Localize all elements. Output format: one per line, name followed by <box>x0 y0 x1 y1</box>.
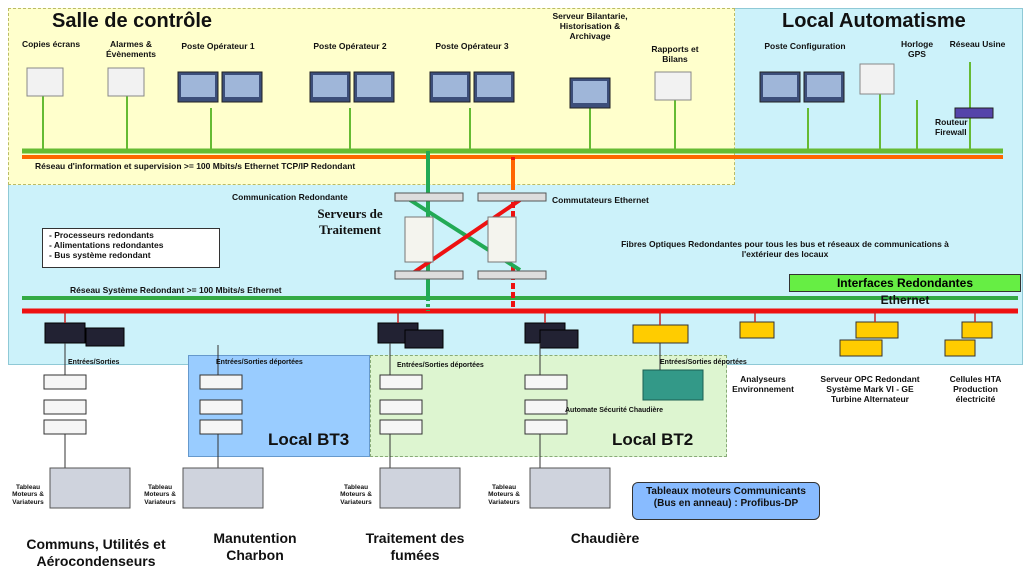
label-copies: Copies écrans <box>21 39 81 49</box>
label-router: Routeur Firewall <box>935 117 968 137</box>
analyzers-label: Analyseurs Environnement <box>732 374 794 394</box>
redundancy-item-bus: - Bus système redondant <box>49 249 151 260</box>
area-commons-label: Communs, Utilités et Aérocondenseurs <box>26 536 166 569</box>
opc-label: Serveur OPC Redondant Système Mark VI - … <box>820 374 920 404</box>
area-coal-handling-label: Manutention Charbon <box>213 530 297 563</box>
label-plant-network: Réseau Usine <box>949 39 1006 49</box>
area-boiler-label: Chaudière <box>570 530 640 546</box>
control-room-title: Salle de contrôle <box>52 10 213 32</box>
label-server: Serveur Bilantarie, Historisation & Arch… <box>552 11 628 41</box>
automation-room-title: Local Automatisme <box>782 10 966 32</box>
io-remote-bt3-label: Entrées/Sorties déportées <box>216 359 303 366</box>
label-op3: Poste Opérateur 3 <box>435 41 509 51</box>
safety-plc-label: Automate Sécurité Chaudière <box>565 407 664 414</box>
label-op2: Poste Opérateur 2 <box>313 41 387 51</box>
io-remote-boiler-label: Entrées/Sorties déportées <box>660 359 747 366</box>
motor-board-4: Tableau Moteurs & Variateurs <box>488 484 520 506</box>
motor-board-3: Tableau Moteurs & Variateurs <box>340 484 372 506</box>
info-network-label: Réseau d'information et supervision >= 1… <box>35 161 356 171</box>
redundancy-box: - Processeurs redondants - Alimentations… <box>42 228 220 268</box>
label-reports: Rapports et Bilans <box>651 44 699 64</box>
io-remote-bt2-label: Entrées/Sorties déportées <box>397 362 484 369</box>
area-flue-gas-label: Traitement des fumées <box>365 530 465 563</box>
servers-title: Serveurs de Traitement <box>317 206 383 238</box>
label-config: Poste Configuration <box>764 41 846 51</box>
ethernet-label: Ethernet <box>880 293 930 307</box>
redundancy-item-power: - Alimentations redondantes <box>49 239 164 250</box>
system-network-label: Réseau Système Redondant >= 100 Mbits/s … <box>70 285 282 295</box>
redundancy-item-processors: - Processeurs redondants <box>49 230 154 240</box>
motor-board-2: Tableau Moteurs & Variateurs <box>144 484 176 506</box>
label-clock: Horloge GPS <box>900 39 934 59</box>
fibres-label: Fibres Optiques Redondantes pour tous le… <box>621 239 949 259</box>
profibus-box: Tableaux moteurs Communicants (Bus en an… <box>632 482 820 520</box>
switches-label: Commutateurs Ethernet <box>552 195 649 205</box>
cells-label: Cellules HTA Production électricité <box>949 374 1002 404</box>
bt2-title: Local BT2 <box>612 430 694 449</box>
comm-redundant-label: Communication Redondante <box>232 192 348 202</box>
bt3-title: Local BT3 <box>268 430 350 449</box>
motor-board-1: Tableau Moteurs & Variateurs <box>12 484 44 506</box>
io-label: Entrées/Sorties <box>68 359 120 366</box>
label-alarms: Alarmes & Évènements <box>105 39 157 59</box>
label-op1: Poste Opérateur 1 <box>181 41 255 51</box>
interfaces-banner: Interfaces Redondantes <box>789 274 1021 292</box>
